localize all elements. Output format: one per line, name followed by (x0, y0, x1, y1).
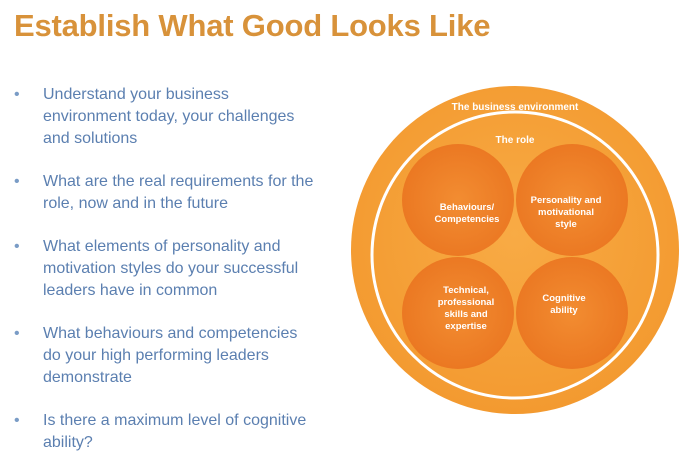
quadrant-label-cognitive: ability (550, 305, 578, 316)
bullet-text: What behaviours and competencies do your… (43, 325, 298, 386)
quadrant-label-cognitive: Cognitive (542, 293, 585, 304)
quadrant-label-technical: expertise (445, 321, 487, 332)
quadrant-label-technical: professional (438, 297, 495, 308)
quadrant-label-personality: style (555, 219, 577, 230)
quadrant-label-behaviours: Competencies (435, 214, 500, 225)
bullet-dot: • (14, 173, 20, 190)
bullet-dot: • (14, 238, 20, 255)
bullet-text: Understand your business environment tod… (43, 86, 295, 147)
quadrant-label-technical: skills and (444, 309, 487, 320)
cognitive-ability-circle (516, 257, 628, 369)
page-title: Establish What Good Looks Like (14, 8, 491, 43)
bullet-dot: • (14, 325, 20, 342)
quadrant-label-technical: Technical, (443, 285, 489, 296)
diagram-svg: The business environment The role Behavi… (351, 86, 679, 414)
quadrant-label-personality: motivational (538, 207, 594, 218)
behaviours-competencies-circle (402, 144, 514, 256)
good-looks-like-diagram: The business environment The role Behavi… (345, 83, 685, 418)
personality-style-circle (516, 144, 628, 256)
bullet-text: Is there a maximum level of cognitive ab… (43, 412, 307, 451)
quadrant-label-personality: Personality and (531, 195, 602, 206)
bullet-dot: • (14, 412, 20, 429)
inner-label: The role (496, 135, 535, 146)
quadrant-label-behaviours: Behaviours/ (440, 202, 495, 213)
bullet-text: What are the real requirements for the r… (43, 173, 314, 212)
bullet-text: What elements of personality and motivat… (43, 238, 299, 299)
bullet-dot: • (14, 86, 20, 103)
technical-skills-circle (402, 257, 514, 369)
role-ring (370, 110, 660, 400)
outer-label: The business environment (452, 102, 579, 113)
